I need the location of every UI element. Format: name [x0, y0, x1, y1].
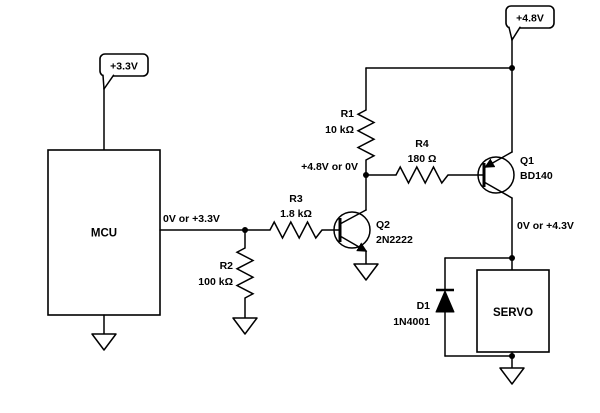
transistor-collector-q1 — [483, 181, 513, 199]
transistor-emitter-q1 — [484, 151, 513, 168]
label-q2-part: 2N2222 — [376, 234, 413, 246]
junction-dot — [363, 172, 369, 178]
npn-transistor-q2: Q2 2N2222 — [333, 174, 413, 281]
servo-block: SERVO — [476, 269, 550, 385]
label-4v8: +4.8V — [516, 13, 544, 25]
power-flag-3v3: +3.3V — [99, 53, 149, 151]
label-q1-ref: Q1 — [520, 155, 534, 167]
ground-symbol-servo — [499, 367, 525, 385]
resistor-zigzag-r3 — [269, 220, 323, 240]
ground-symbol-r2 — [232, 317, 258, 335]
label-mcu: MCU — [91, 228, 117, 240]
transistor-collector-q2 — [339, 209, 367, 225]
junction-dot — [509, 255, 515, 261]
resistor-r1: R1 10 kΩ — [325, 67, 376, 176]
label-net-mcu-output: 0V or +3.3V — [163, 213, 220, 225]
transistor-circle-q2 — [333, 211, 371, 249]
resistor-r4: R4 180 Ω — [365, 138, 485, 185]
callout-tail-edge — [102, 74, 105, 90]
diode-d1: D1 1N4001 — [393, 257, 513, 357]
junction-dot — [509, 353, 515, 359]
label-servo: SERVO — [493, 307, 533, 319]
label-r4-value: 180 Ω — [408, 153, 437, 165]
transistor-emitter-q2 — [339, 235, 368, 252]
label-net-q2-collector: +4.8V or 0V — [301, 161, 358, 173]
callout-tail-edge — [511, 26, 521, 41]
net-mcu-output: 0V or +3.3V — [159, 213, 271, 231]
resistor-r3: R3 1.8 kΩ — [269, 193, 341, 240]
label-r2-value: 100 kΩ — [198, 276, 233, 288]
net-servo-signal: 0V or +4.3V — [511, 197, 574, 271]
resistor-zigzag-r2 — [235, 247, 255, 299]
label-r1-ref: R1 — [341, 108, 355, 120]
callout-box-4v8 — [505, 5, 555, 29]
label-q2-ref: Q2 — [376, 219, 390, 231]
junction-dot — [509, 65, 515, 71]
junction-dot — [242, 227, 248, 233]
resistor-r2: R2 100 kΩ — [198, 229, 258, 335]
resistor-zigzag-r1 — [356, 109, 376, 161]
label-net-servo-signal: 0V or +4.3V — [517, 220, 574, 232]
mcu-block: MCU — [47, 149, 161, 351]
label-r2-ref: R2 — [220, 260, 234, 272]
pnp-transistor-q1: Q1 BD140 — [477, 151, 553, 199]
ground-symbol-q2 — [353, 263, 379, 281]
net-q2-collector: +4.8V or 0V — [301, 161, 358, 173]
label-r3-value: 1.8 kΩ — [280, 208, 312, 220]
resistor-zigzag-r4 — [395, 165, 449, 185]
mcu-box — [47, 149, 161, 316]
callout-tail-edge — [103, 74, 115, 90]
ground-symbol-mcu — [91, 333, 117, 351]
label-3v3: +3.3V — [110, 61, 138, 73]
callout-box-3v3 — [99, 53, 149, 77]
transistor-circle-q1 — [477, 156, 515, 194]
label-d1-ref: D1 — [417, 300, 431, 312]
servo-box — [476, 269, 550, 353]
label-r4-ref: R4 — [415, 138, 429, 150]
power-flag-4v8: +4.8V — [505, 5, 555, 153]
junction-dots — [242, 65, 515, 359]
label-q1-part: BD140 — [520, 170, 553, 182]
label-d1-part: 1N4001 — [393, 316, 430, 328]
label-r1-value: 10 kΩ — [325, 124, 354, 136]
label-r3-ref: R3 — [289, 193, 303, 205]
diode-triangle — [435, 290, 455, 313]
